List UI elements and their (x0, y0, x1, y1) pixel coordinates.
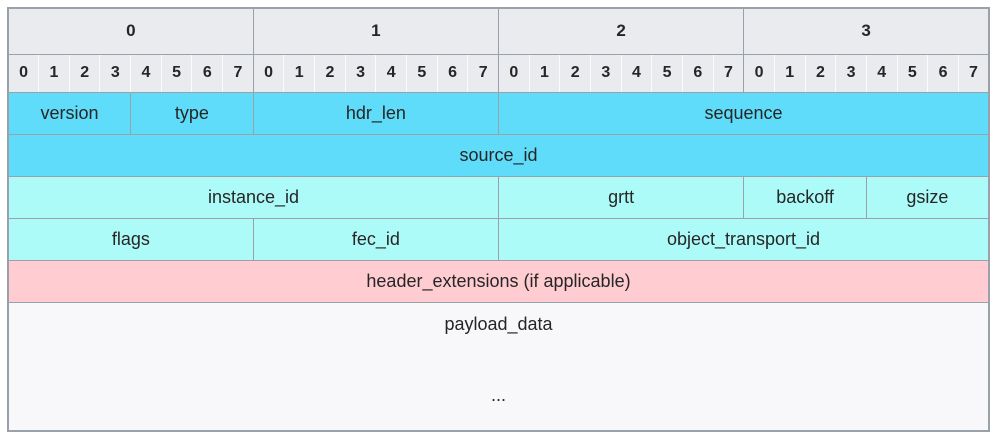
bit-header-cell: 3 (99, 53, 132, 93)
bit-header-cell: 6 (681, 53, 714, 93)
bit-header-cell: 2 (559, 53, 591, 93)
bit-header-cell: 7 (222, 53, 254, 93)
field-cell-sequence: sequence (498, 91, 990, 135)
field-cell-hdr-len: hdr_len (252, 91, 500, 135)
field-row: header_extensions (if applicable) (7, 259, 990, 303)
bit-header-cell: 1 (38, 53, 70, 93)
field-cell-grtt: grtt (497, 175, 745, 219)
bit-header-cell: 7 (467, 53, 499, 93)
bit-header-cell: 4 (375, 53, 408, 93)
ellipsis-label: ... (490, 384, 506, 405)
field-cell-source-id: source_id (7, 133, 990, 177)
field-cell-backoff: backoff (743, 175, 867, 219)
bit-header-cell: 0 (498, 53, 530, 93)
bit-header-cell: 7 (712, 53, 745, 93)
bit-header-cell: 5 (406, 53, 438, 93)
field-cell-instance-id: instance_id (7, 175, 499, 219)
bit-header-cell: 0 (7, 53, 40, 93)
bit-header-cell: 3 (589, 53, 622, 93)
byte-header-cell: 2 (497, 7, 745, 55)
bit-header-cell: 2 (314, 53, 346, 93)
field-row: payload_data... (7, 301, 990, 432)
bit-header-cell: 0 (252, 53, 285, 93)
bit-header-cell: 1 (773, 53, 806, 93)
bit-header-cell: 6 (927, 53, 959, 93)
byte-header-cell: 0 (7, 7, 254, 55)
field-cell-type: type (130, 91, 254, 135)
bit-header-cell: 6 (436, 53, 469, 93)
bit-header-cell: 7 (957, 53, 990, 93)
bit-header-cell: 2 (68, 53, 101, 93)
byte-header-cell: 1 (252, 7, 500, 55)
field-cell-payload-data: payload_data... (7, 301, 990, 432)
bit-header-cell: 3 (835, 53, 867, 93)
bit-header-cell: 1 (283, 53, 316, 93)
bit-header-cell: 5 (160, 53, 193, 93)
byte-header-cell: 3 (743, 7, 990, 55)
field-cell-flags: flags (7, 217, 254, 261)
bit-header-cell: 2 (804, 53, 837, 93)
payload-content: payload_data... (9, 303, 988, 406)
bit-header-cell: 1 (528, 53, 561, 93)
bit-header-cell: 0 (743, 53, 775, 93)
bit-header-cell: 4 (130, 53, 162, 93)
payload-label: payload_data (444, 313, 553, 334)
field-row: source_id (7, 133, 990, 177)
bit-header-cell: 5 (896, 53, 929, 93)
field-cell-version: version (7, 91, 132, 135)
bit-header-cell: 4 (620, 53, 653, 93)
bit-header-cell: 5 (651, 53, 683, 93)
field-cell-object-transport-id: object_transport_id (498, 217, 990, 261)
field-cell-gsize: gsize (865, 175, 990, 219)
field-cell-header-extensions-if-applicable: header_extensions (if applicable) (7, 259, 990, 303)
bit-header-cell: 3 (344, 53, 377, 93)
field-cell-fec-id: fec_id (252, 217, 500, 261)
bit-header-cell: 6 (191, 53, 224, 93)
bit-header-cell: 4 (865, 53, 898, 93)
